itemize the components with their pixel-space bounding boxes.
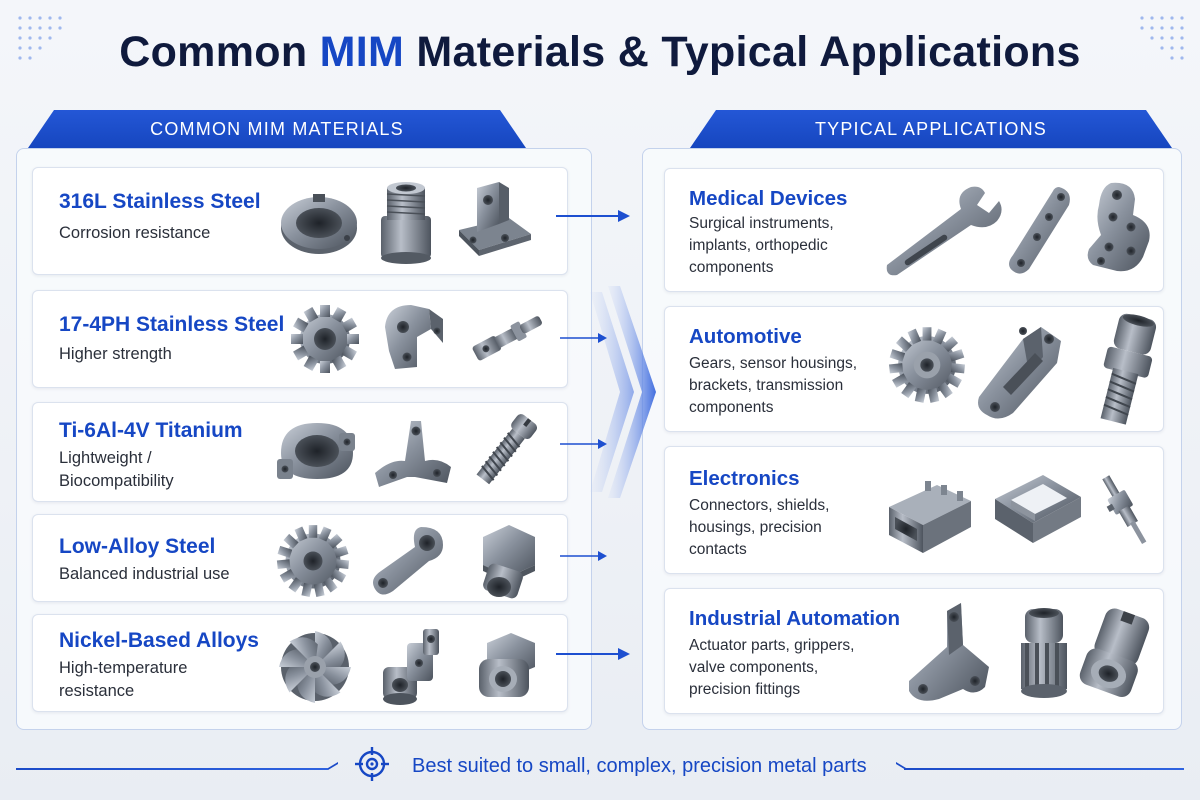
usb-connector-icon (889, 481, 971, 553)
material-parts-group (273, 515, 563, 601)
link-arm-icon (373, 527, 443, 595)
orthopedic-plate-icon (1087, 182, 1150, 272)
application-description: Connectors, shields, housings, precision… (689, 497, 830, 558)
gear-part-icon (888, 327, 966, 403)
footer-divider-bevel (328, 762, 338, 770)
material-card-17-4ph: 17-4PH Stainless Steel Higher strength (32, 290, 568, 388)
application-card-industrial-automation: Industrial Automation Actuator parts, gr… (664, 588, 1164, 714)
arrow-right-icon (556, 210, 630, 222)
shield-frame-icon (995, 475, 1081, 543)
materials-panel-header: COMMON MIM MATERIALS (28, 110, 526, 148)
material-parts-group (273, 291, 563, 387)
housing-ring-icon (277, 423, 355, 479)
material-parts-group (273, 403, 563, 501)
hex-fitting-icon (483, 525, 535, 599)
material-name: 17-4PH Stainless Steel (59, 313, 285, 336)
bracket-part-icon (459, 182, 531, 256)
material-description: Balanced industrial use (59, 565, 230, 583)
application-name: Electronics (689, 467, 800, 490)
title-suffix: Materials & Typical Applications (404, 28, 1081, 76)
title-accent: MIM (319, 28, 405, 76)
application-name: Medical Devices (689, 187, 848, 210)
material-description: Lightweight / Biocompatibility (59, 449, 174, 490)
arrow-right-icon (556, 648, 630, 660)
material-name: Nickel-Based Alloys (59, 629, 259, 652)
target-icon (355, 747, 389, 781)
sensor-bracket-icon (978, 327, 1061, 419)
applications-panel-header: TYPICAL APPLICATIONS (690, 110, 1172, 148)
page-title: Common MIM Materials & Typical Applicati… (0, 28, 1200, 77)
application-description: Surgical instruments, implants, orthoped… (689, 215, 834, 276)
gear-part-icon (276, 525, 350, 597)
material-card-316l: 316L Stainless Steel Corrosion resistanc… (32, 167, 568, 275)
material-card-nickel-alloys: Nickel-Based Alloys High-temperature res… (32, 614, 568, 712)
threaded-bushing-icon (381, 182, 431, 264)
application-card-automotive: Automotive Gears, sensor housings, brack… (664, 306, 1164, 432)
valve-fitting-icon (1079, 608, 1150, 698)
arrow-right-icon (560, 551, 607, 561)
gripper-shaft-icon (1021, 608, 1067, 698)
ring-part-icon (281, 194, 357, 254)
material-name: Low-Alloy Steel (59, 535, 216, 558)
material-description: Corrosion resistance (59, 224, 211, 242)
decorative-dots-right (1140, 16, 1184, 60)
pin-part-icon (472, 316, 542, 361)
application-description: Gears, sensor housings, brackets, transm… (689, 355, 858, 416)
gear-part-icon (291, 305, 359, 373)
threaded-shaft-icon (1100, 313, 1157, 425)
implant-bracket-icon (375, 421, 451, 487)
application-parts-group (877, 307, 1161, 431)
arrow-right-icon (560, 333, 607, 343)
footer-divider-bevel (896, 762, 906, 770)
application-card-electronics: Electronics Connectors, shields, housing… (664, 446, 1164, 574)
material-card-low-alloy: Low-Alloy Steel Balanced industrial use (32, 514, 568, 602)
clamp-part-icon (385, 305, 443, 369)
flow-chevron-icon (590, 286, 656, 498)
application-parts-group (877, 589, 1161, 713)
material-description: Higher strength (59, 345, 172, 363)
footer-divider-right (904, 768, 1184, 770)
material-parts-group (273, 615, 563, 711)
screw-part-icon (476, 414, 538, 485)
material-card-ti-6al-4v: Ti-6Al-4V Titanium Lightweight / Biocomp… (32, 402, 568, 502)
wrench-part-icon (886, 186, 1002, 276)
application-parts-group (877, 447, 1161, 573)
valve-body-icon (383, 629, 439, 705)
application-name: Automotive (689, 325, 802, 348)
application-name: Industrial Automation (689, 607, 901, 630)
title-prefix: Common (119, 28, 320, 76)
material-parts-group (273, 168, 563, 274)
application-description: Actuator parts, grippers, valve componen… (689, 637, 855, 698)
actuator-bracket-icon (909, 603, 989, 701)
footer-divider-left (16, 768, 328, 770)
nut-fitting-icon (479, 633, 535, 697)
precision-contact-icon (1102, 475, 1147, 545)
arrow-right-icon (560, 439, 607, 449)
bone-plate-icon (1009, 187, 1070, 274)
material-name: Ti-6Al-4V Titanium (59, 419, 243, 442)
material-name: 316L Stainless Steel (59, 190, 261, 213)
application-parts-group (877, 169, 1161, 291)
footer-tagline: Best suited to small, complex, precision… (412, 755, 867, 777)
application-card-medical: Medical Devices Surgical instruments, im… (664, 168, 1164, 292)
material-description: High-temperature resistance (59, 659, 188, 700)
impeller-part-icon (279, 631, 351, 703)
decorative-dots-left (18, 16, 62, 60)
